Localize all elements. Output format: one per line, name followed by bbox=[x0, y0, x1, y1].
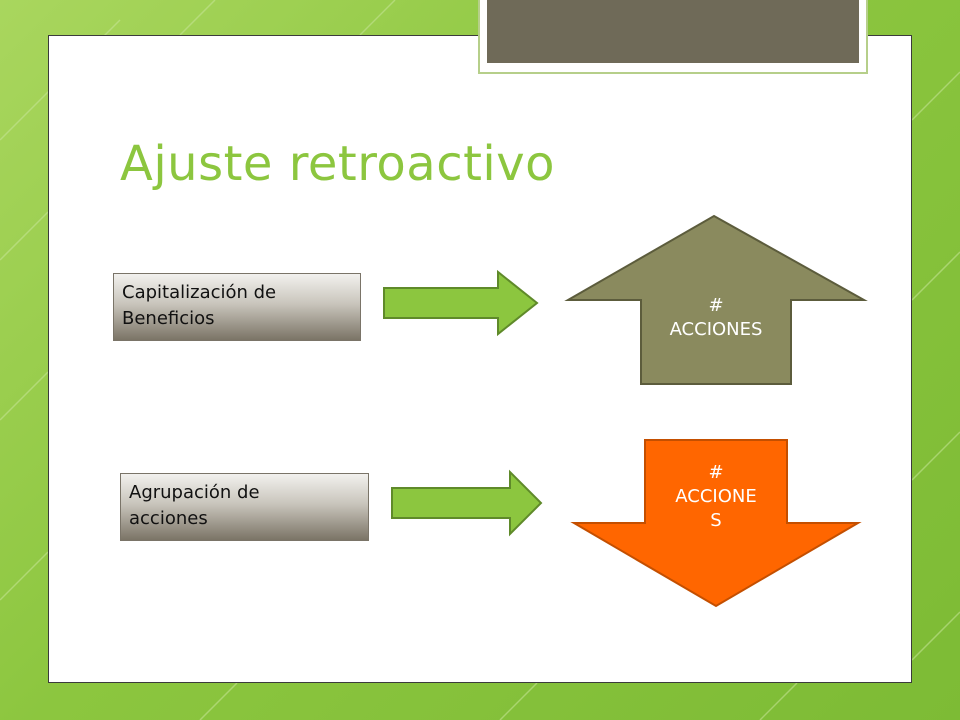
right-arrow-icon bbox=[383, 269, 539, 337]
right-arrow-shape bbox=[383, 269, 539, 337]
label-box-agrupacion: Agrupación de acciones bbox=[120, 473, 369, 541]
up-arrow-shape bbox=[564, 214, 868, 385]
decorative-bar bbox=[487, 0, 859, 63]
down-arrow-shape bbox=[570, 439, 862, 608]
label-box-capitalizacion: Capitalización de Beneficios bbox=[113, 273, 361, 341]
right-arrow-shape bbox=[391, 469, 543, 537]
right-arrow-icon bbox=[391, 469, 543, 537]
label-line: Agrupación de bbox=[129, 482, 260, 503]
label-line: Beneficios bbox=[122, 308, 215, 329]
shape-label-line: # bbox=[708, 295, 724, 316]
label-line: Capitalización de bbox=[122, 282, 277, 303]
shape-label-line: # bbox=[708, 462, 724, 483]
shape-label-line: ACCIONES bbox=[669, 319, 763, 340]
accions-up-label: # ACCIONES bbox=[641, 294, 791, 342]
slide-title: Ajuste retroactivo bbox=[120, 136, 556, 192]
shape-label-line: ACCIONE bbox=[675, 486, 757, 507]
accions-down-label: # ACCIONE S bbox=[645, 461, 787, 533]
down-arrow-icon bbox=[570, 439, 862, 608]
up-arrow-icon bbox=[564, 214, 868, 385]
shape-label-line: S bbox=[710, 510, 722, 531]
label-line: acciones bbox=[129, 508, 208, 529]
